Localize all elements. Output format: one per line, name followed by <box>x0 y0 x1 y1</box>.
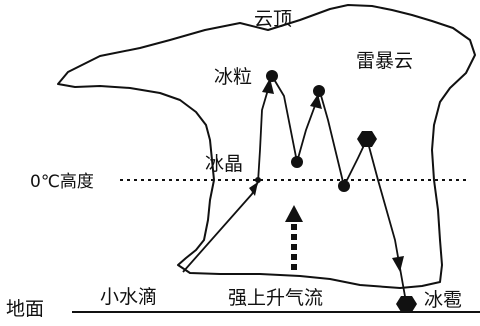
thundercloud-label: 雷暴云 <box>356 50 413 72</box>
trajectory-arrowhead <box>310 94 322 109</box>
ice-crystal-marker <box>255 177 261 183</box>
ice-pellet-marker <box>313 85 325 97</box>
trajectory-arrowhead <box>262 78 274 94</box>
ice-crystal-label: 冰晶 <box>205 153 243 175</box>
trajectory-arrowhead <box>392 256 404 272</box>
ice-pellet-marker <box>266 70 278 82</box>
ground-label: 地面 <box>6 298 44 320</box>
freezing-level-label: 0℃高度 <box>30 172 94 192</box>
ice-pellet-marker <box>291 156 303 168</box>
ice-pellet-label: 冰粒 <box>214 66 252 88</box>
cloud-top-label: 云顶 <box>254 8 292 30</box>
hailstone-marker-large <box>357 131 377 147</box>
hailstone-marker <box>396 296 417 312</box>
particle-trajectory <box>182 75 407 303</box>
updraft-label: 强上升气流 <box>228 287 323 309</box>
water-droplet-label: 小水滴 <box>100 286 157 308</box>
ice-pellet-marker <box>338 180 350 192</box>
trajectory-arrowhead <box>249 182 258 196</box>
updraft-arrowhead <box>285 205 303 222</box>
hailstone-label: 冰雹 <box>424 289 462 311</box>
thundercloud-outline <box>57 4 476 289</box>
